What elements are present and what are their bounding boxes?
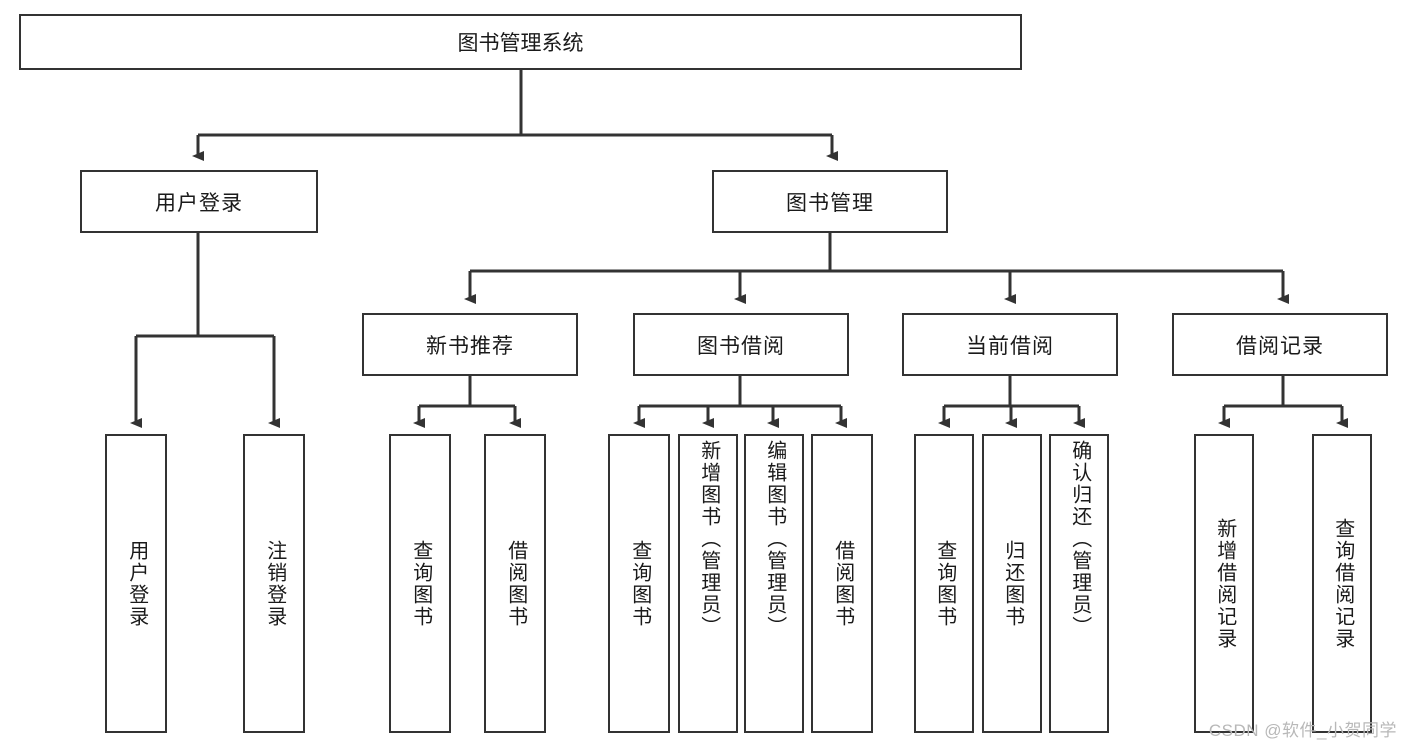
- leaf-text-wrap: 新增借阅记录: [1196, 436, 1252, 731]
- node-user-login[interactable]: 用户登录: [80, 170, 318, 233]
- node-book-borrow-label: 图书借阅: [697, 334, 785, 358]
- node-current-borrow-label: 当前借阅: [966, 334, 1054, 358]
- leaf-text-wrap: 查询图书: [610, 436, 668, 731]
- node-leaf-edit-book-label: 编辑图书（管理员）: [763, 440, 786, 638]
- node-borrow-record[interactable]: 借阅记录: [1172, 313, 1388, 376]
- leaf-text-wrap: 借阅图书: [486, 436, 544, 731]
- leaf-text-wrap: 确认归还（管理员）: [1051, 436, 1107, 735]
- node-leaf-confirm-return-label: 确认归还（管理员）: [1068, 440, 1091, 638]
- node-leaf-user-login[interactable]: 用户登录: [105, 434, 167, 733]
- csdn-watermark: CSDN @软件_小贺同学: [1208, 721, 1397, 740]
- leaf-text-wrap: 查询图书: [391, 436, 449, 731]
- node-leaf-query-record[interactable]: 查询借阅记录: [1312, 434, 1372, 733]
- node-book-management-label: 图书管理: [786, 191, 874, 215]
- node-leaf-return-book-label: 归还图书: [1001, 539, 1024, 628]
- node-leaf-add-record[interactable]: 新增借阅记录: [1194, 434, 1254, 733]
- node-book-borrow[interactable]: 图书借阅: [633, 313, 849, 376]
- node-book-management[interactable]: 图书管理: [712, 170, 948, 233]
- node-leaf-query-book-2[interactable]: 查询图书: [608, 434, 670, 733]
- node-leaf-borrow-book-1-label: 借阅图书: [504, 539, 527, 628]
- node-current-borrow[interactable]: 当前借阅: [902, 313, 1118, 376]
- leaf-text-wrap: 新增图书（管理员）: [680, 436, 736, 735]
- node-leaf-query-book-1[interactable]: 查询图书: [389, 434, 451, 733]
- leaf-text-wrap: 查询借阅记录: [1314, 436, 1370, 731]
- node-new-book-recommend[interactable]: 新书推荐: [362, 313, 578, 376]
- node-leaf-query-book-1-label: 查询图书: [409, 539, 432, 628]
- node-leaf-query-record-label: 查询借阅记录: [1331, 517, 1354, 650]
- node-leaf-add-book[interactable]: 新增图书（管理员）: [678, 434, 738, 733]
- node-leaf-borrow-book-2[interactable]: 借阅图书: [811, 434, 873, 733]
- leaf-text-wrap: 注销登录: [245, 436, 303, 731]
- node-user-login-label: 用户登录: [155, 191, 243, 215]
- leaf-text-wrap: 归还图书: [984, 436, 1040, 731]
- node-borrow-record-label: 借阅记录: [1236, 334, 1324, 358]
- node-leaf-return-book[interactable]: 归还图书: [982, 434, 1042, 733]
- node-leaf-add-book-label: 新增图书（管理员）: [697, 440, 720, 638]
- leaf-text-wrap: 查询图书: [916, 436, 972, 731]
- node-new-book-recommend-label: 新书推荐: [426, 334, 514, 358]
- node-leaf-query-book-2-label: 查询图书: [628, 539, 651, 628]
- node-leaf-add-record-label: 新增借阅记录: [1213, 517, 1236, 650]
- node-root-label: 图书管理系统: [457, 32, 584, 55]
- node-leaf-borrow-book-1[interactable]: 借阅图书: [484, 434, 546, 733]
- leaf-text-wrap: 用户登录: [107, 436, 165, 731]
- node-leaf-query-book-3[interactable]: 查询图书: [914, 434, 974, 733]
- node-leaf-logout[interactable]: 注销登录: [243, 434, 305, 733]
- node-leaf-logout-label: 注销登录: [263, 539, 286, 628]
- node-leaf-query-book-3-label: 查询图书: [933, 539, 956, 628]
- node-leaf-edit-book[interactable]: 编辑图书（管理员）: [744, 434, 804, 733]
- leaf-text-wrap: 编辑图书（管理员）: [746, 436, 802, 735]
- node-leaf-borrow-book-2-label: 借阅图书: [831, 539, 854, 628]
- node-leaf-user-login-label: 用户登录: [125, 539, 148, 628]
- node-root[interactable]: 图书管理系统: [19, 14, 1022, 70]
- leaf-text-wrap: 借阅图书: [813, 436, 871, 731]
- node-leaf-confirm-return[interactable]: 确认归还（管理员）: [1049, 434, 1109, 733]
